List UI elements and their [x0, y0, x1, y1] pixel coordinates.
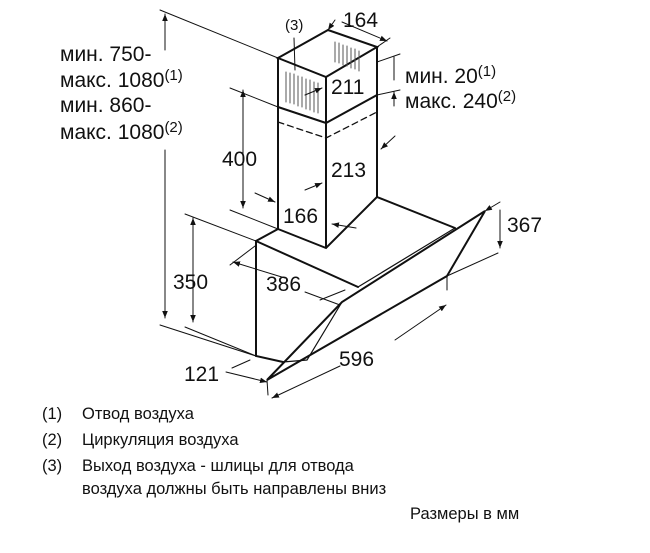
footnote-ref: (1)	[164, 67, 183, 84]
dim-211: 211	[331, 76, 365, 99]
dim-166: 166	[283, 205, 319, 228]
units-note: Размеры в мм	[410, 505, 520, 523]
legend-item-2: (2) Циркуляция воздуха	[42, 432, 239, 449]
height-max-exhaust: макс. 1080(1)	[60, 68, 183, 91]
dim-400: 400	[222, 148, 258, 171]
legend-num: (2)	[42, 431, 63, 449]
legend-item-3: (3) Выход воздуха - шлицы для отвода	[42, 458, 354, 475]
legend-text: Выход воздуха - шлицы для отвода	[82, 457, 354, 475]
overlap-max-value: макс. 240	[405, 90, 498, 113]
callout-3: (3)	[285, 17, 304, 34]
dim-596: 596	[339, 348, 375, 371]
height-min-exhaust: мин. 750-	[60, 43, 152, 66]
legend-item-3-cont: воздуха должны быть направлены вниз	[82, 480, 387, 498]
height-max-exhaust-value: макс. 1080	[60, 69, 165, 92]
legend-num: (1)	[42, 405, 63, 423]
chimney-lower	[277, 94, 378, 250]
legend-item-1: (1) Отвод воздуха	[42, 406, 194, 423]
dim-164: 164	[343, 9, 379, 32]
footnote-ref: (1)	[477, 63, 497, 80]
dim-386: 386	[266, 273, 302, 296]
overlap-min: мин. 20(1)	[405, 64, 496, 87]
legend-text: Отвод воздуха	[82, 405, 194, 423]
vent-slots-icon	[285, 41, 360, 114]
dim-121: 121	[184, 363, 220, 386]
height-max-circulation-value: макс. 1080	[60, 121, 165, 144]
overlap-min-value: мин. 20	[405, 65, 478, 88]
telescopic-line	[277, 111, 378, 139]
height-max-circulation: макс. 1080(2)	[60, 120, 183, 143]
dim-213: 213	[331, 159, 367, 182]
dim-350: 350	[173, 271, 209, 294]
legend-num: (3)	[42, 457, 63, 475]
overlap-max: макс. 240(2)	[405, 89, 516, 112]
height-min-circulation: мин. 860-	[60, 94, 152, 117]
footnote-ref: (2)	[497, 88, 517, 105]
dimension-lines	[160, 10, 500, 398]
legend-text: Циркуляция воздуха	[82, 431, 239, 449]
footnote-ref: (2)	[164, 119, 183, 136]
dim-367: 367	[507, 214, 543, 237]
